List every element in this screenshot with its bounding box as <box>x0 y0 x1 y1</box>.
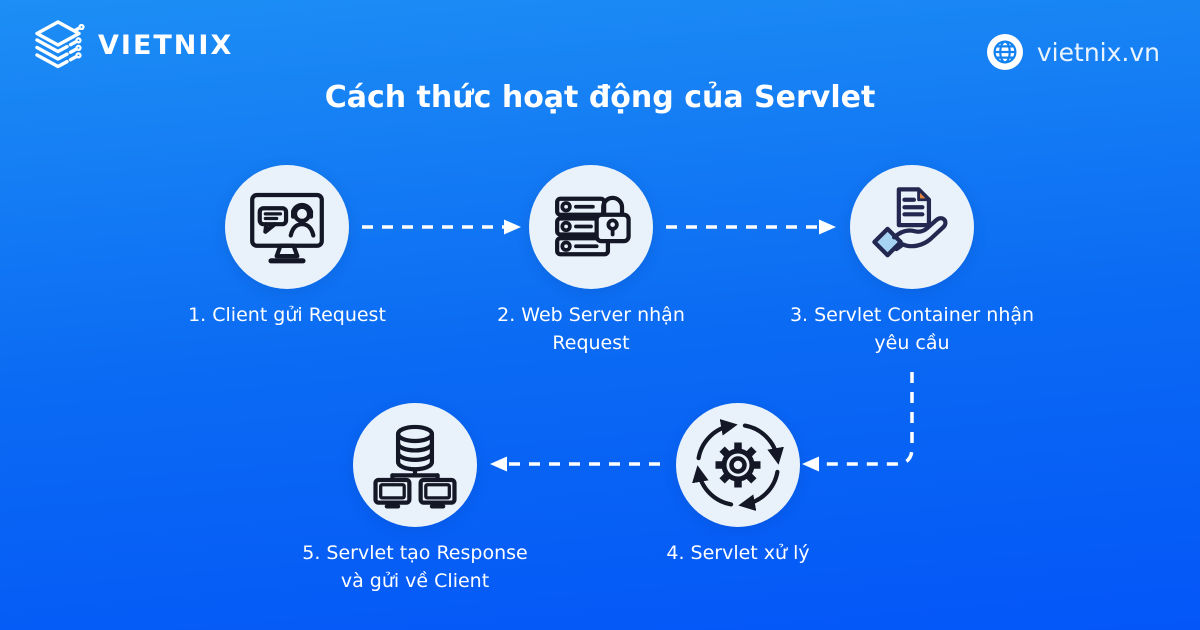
website-badge: vietnix.vn <box>986 33 1160 71</box>
step-1-client: 1. Client gửi Request <box>127 165 447 329</box>
step-4-label-line1: 4. Servlet xử lý <box>666 542 810 564</box>
step-1-badge <box>225 165 349 289</box>
step-5-label: 5. Servlet tạo Response và gửi về Client <box>255 539 575 595</box>
vietnix-logo-icon <box>35 20 85 69</box>
step-5-label-line1: 5. Servlet tạo Response <box>302 542 528 564</box>
database-clients-network-icon <box>373 424 457 509</box>
step-5-response: 5. Servlet tạo Response và gửi về Client <box>255 403 575 595</box>
hand-holding-document-icon <box>872 187 948 258</box>
page-title: Cách thức hoạt động của Servlet <box>324 80 876 115</box>
website-url: vietnix.vn <box>1036 37 1160 67</box>
secure-web-server-icon <box>555 195 631 257</box>
step-3-label-line1: 3. Servlet Container nhận <box>789 304 1035 326</box>
step-4-label: 4. Servlet xử lý <box>578 539 898 567</box>
step-3-label: 3. Servlet Container nhận yêu cầu <box>752 301 1072 357</box>
brand-name: VIETNIX <box>98 29 234 61</box>
step-2-web-server: 2. Web Server nhận Request <box>431 165 751 357</box>
step-2-badge <box>529 165 653 289</box>
step-5-badge <box>353 403 477 527</box>
globe-icon <box>986 34 1023 70</box>
step-2-label-line2: Request <box>552 332 630 354</box>
step-1-label: 1. Client gửi Request <box>127 301 447 329</box>
vietnix-logo: VIETNIX <box>30 16 233 74</box>
step-3-servlet-container: 3. Servlet Container nhận yêu cầu <box>752 165 1072 357</box>
step-1-label-line1: 1. Client gửi Request <box>188 304 386 326</box>
gear-process-cycle-icon <box>692 419 784 511</box>
step-3-badge <box>850 165 974 289</box>
step-3-label-line2: yêu cầu <box>874 332 950 354</box>
step-2-label-line1: 2. Web Server nhận <box>497 304 685 326</box>
step-4-badge <box>676 403 800 527</box>
step-4-servlet-process: 4. Servlet xử lý <box>578 403 898 567</box>
step-5-label-line2: và gửi về Client <box>340 570 490 592</box>
step-2-label: 2. Web Server nhận Request <box>431 301 751 357</box>
client-monitor-support-icon <box>250 192 324 264</box>
